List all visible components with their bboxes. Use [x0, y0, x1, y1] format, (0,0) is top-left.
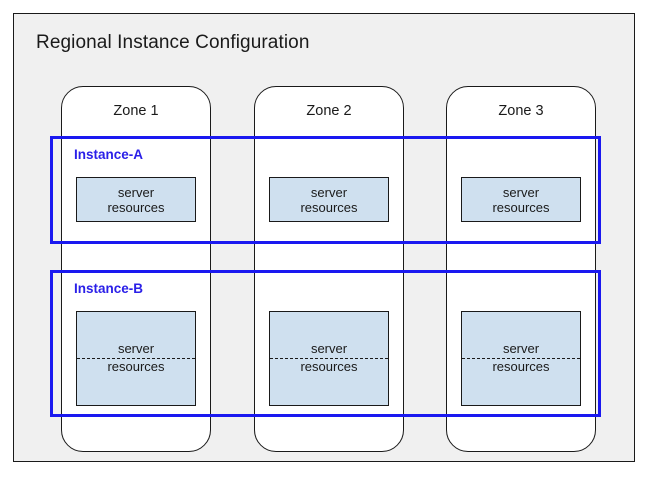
resource-box-a2[interactable]: server resources [269, 177, 389, 222]
resource-line-2: resources [107, 199, 165, 215]
resource-line-1: server [502, 341, 540, 356]
resource-line-1: server [310, 184, 348, 200]
region-container: Regional Instance Configuration Zone 1 Z… [13, 13, 635, 462]
resource-line-2: resources [300, 359, 358, 374]
resource-box-a2-text: server resources [300, 185, 357, 215]
resource-line-2: resources [107, 359, 165, 374]
zone-label-3: Zone 3 [498, 103, 544, 119]
resource-box-b3[interactable]: server resources [461, 311, 581, 406]
instance-band-a[interactable]: Instance-A [50, 136, 601, 244]
resource-box-b3-inner: server resources [462, 312, 580, 405]
resource-line-1: server [117, 341, 155, 356]
resource-divider-dashed [77, 358, 195, 359]
resource-box-a3-text: server resources [492, 185, 549, 215]
diagram-title: Regional Instance Configuration [36, 32, 310, 53]
instance-label-b: Instance-B [74, 281, 144, 296]
resource-box-a1-text: server resources [107, 185, 164, 215]
resource-line-2: resources [300, 199, 358, 215]
resource-box-a1[interactable]: server resources [76, 177, 196, 222]
resource-box-b2[interactable]: server resources [269, 311, 389, 406]
resource-divider-dashed [462, 358, 580, 359]
instance-band-b[interactable]: Instance-B [50, 270, 601, 417]
resource-box-b2-inner: server resources [270, 312, 388, 405]
resource-line-2: resources [492, 359, 550, 374]
zone-label-2: Zone 2 [306, 103, 352, 119]
resource-line-1: server [310, 341, 348, 356]
resource-box-b1-inner: server resources [77, 312, 195, 405]
resource-line-1: server [117, 184, 155, 200]
resource-box-b1[interactable]: server resources [76, 311, 196, 406]
resource-line-2: resources [492, 199, 550, 215]
zone-label-1: Zone 1 [113, 103, 159, 119]
instance-label-a: Instance-A [74, 147, 144, 162]
resource-line-1: server [502, 184, 540, 200]
resource-divider-dashed [270, 358, 388, 359]
resource-box-a3[interactable]: server resources [461, 177, 581, 222]
